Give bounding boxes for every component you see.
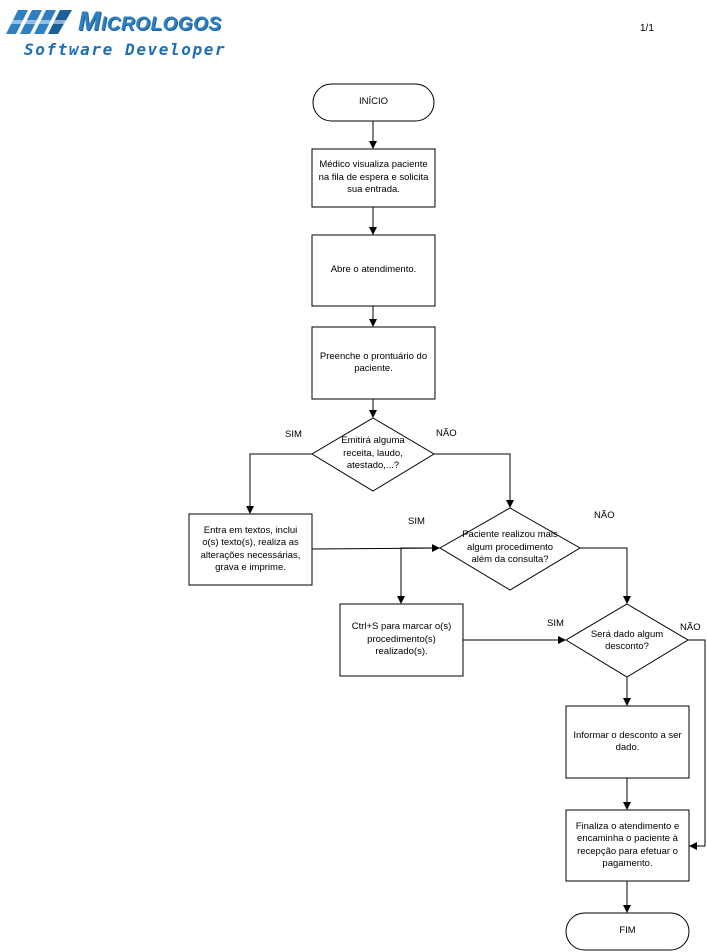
- logo-name: Micrologos: [78, 6, 222, 36]
- edge-label-d1-yes: SIM: [285, 429, 302, 440]
- edge-label-d1-no: NÃO: [436, 428, 457, 439]
- step3-box-shape: [311, 326, 436, 400]
- arrow-decision2-yes: [397, 547, 440, 604]
- step-mark-procedures: Ctrl+S para marcar o(s) procedimento(s) …: [351, 621, 452, 658]
- decision-emit-document: Emitirá alguma receita, laudo, atestado,…: [341, 435, 405, 472]
- finish-box-shape: [565, 809, 690, 882]
- decision2-diamond-shape: [439, 507, 581, 591]
- arrow-decision2-no: [580, 547, 631, 604]
- step2-box-shape: [311, 234, 436, 307]
- end-terminal-shape: [565, 912, 690, 951]
- logo-tagline: Software Developer: [24, 40, 227, 59]
- edge-label-d3-no: NÃO: [680, 622, 701, 633]
- step-texts: Entra em textos, inclui o(s) texto(s), r…: [200, 524, 301, 574]
- edge-label-d2-no: NÃO: [594, 510, 615, 521]
- end-terminal: FIM: [619, 925, 636, 937]
- arrow-decision3-no: [688, 639, 706, 850]
- decision-discount: Será dado algum desconto?: [590, 628, 664, 653]
- procedures-box-shape: [339, 603, 464, 677]
- texts-box-shape: [188, 513, 313, 586]
- step-visualize-patient: Médico visualiza paciente na fila de esp…: [318, 159, 429, 196]
- step-finish-attendance: Finaliza o atendimento e encaminha o pac…: [575, 820, 680, 870]
- edge-label-d3-yes: SIM: [547, 618, 564, 629]
- arrow-decision1-yes: [246, 453, 312, 514]
- step1-box-shape: [311, 148, 436, 208]
- decision-other-procedure: Paciente realizou mais algum procediment…: [462, 529, 558, 566]
- decision1-diamond-shape: [311, 417, 435, 492]
- discount-box-shape: [565, 705, 690, 779]
- step-fill-record: Preenche o prontuário do paciente.: [319, 350, 428, 375]
- arrow-decision1-no: [434, 453, 514, 508]
- step-open-attendance: Abre o atendimento.: [330, 264, 417, 276]
- start-terminal: INÍCIO: [358, 96, 389, 108]
- edge-label-d2-yes: SIM: [408, 516, 425, 527]
- logo-mark-icon: [4, 10, 76, 34]
- company-logo: Micrologos Software Developer: [4, 2, 244, 60]
- step-inform-discount: Informar o desconto a ser dado.: [573, 729, 682, 754]
- page-number: 1/1: [640, 23, 654, 34]
